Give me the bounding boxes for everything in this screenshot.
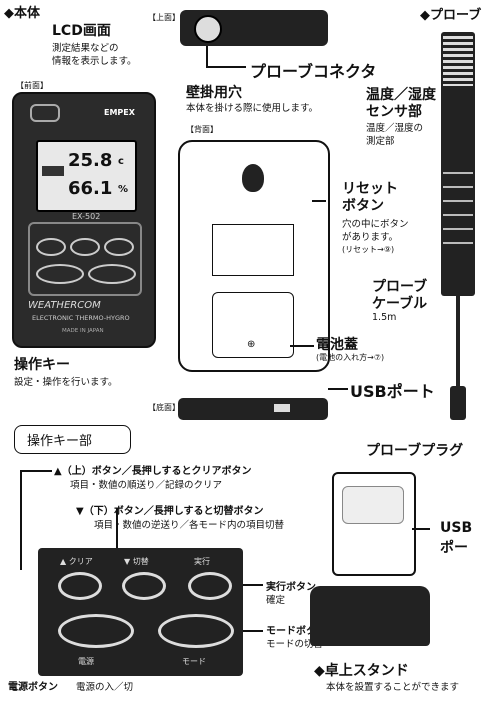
lcd-desc-1: 測定結果などの <box>52 43 119 54</box>
mode-button-title: モードボタン <box>266 626 326 637</box>
battery-plus-icon: ⊕ <box>247 339 256 350</box>
lcd-desc-2: 情報を表示します。 <box>52 56 137 67</box>
cable-title-2: ケーブル <box>372 296 428 312</box>
exec-button-title: 実行ボタン <box>266 582 316 593</box>
reset-desc-1: 穴の中にボタン <box>342 219 409 230</box>
bottom-view-device <box>178 398 328 420</box>
probe-plug <box>450 386 466 420</box>
usb-side-label-2: ポー <box>440 540 468 556</box>
probe-sensor-vents <box>443 36 473 86</box>
usb-port-label: USBポート <box>350 382 435 401</box>
cable-title-1: プローブ <box>372 279 428 295</box>
sensor-title-2: センサ部 <box>366 104 422 120</box>
reset-desc-2: があります。 <box>342 232 399 243</box>
battery-title: 電池蓋 <box>316 337 358 353</box>
probe-connector-label: プローブコネクタ <box>250 62 377 81</box>
down-switch-button[interactable] <box>122 572 166 600</box>
power-button[interactable] <box>58 614 134 648</box>
usb-side-label-1: USB <box>440 520 473 536</box>
mode-button[interactable] <box>158 614 234 648</box>
probe-connector-icon <box>194 15 222 43</box>
down-button-desc: 項目・数値の逆送り／各モード内の項目切替 <box>94 520 285 531</box>
op-keys-title: 操作キー <box>14 357 70 373</box>
probe-body <box>441 32 475 296</box>
stand-device <box>332 472 416 576</box>
wall-hole-icon <box>242 164 264 192</box>
sub-logo: ELECTRONIC THERMO-HYGRO <box>32 314 130 322</box>
reset-ref: (リセット→⑨) <box>342 245 395 254</box>
battery-desc: (電池の入れ方→⑦) <box>316 353 385 362</box>
lcd-unit-1: c <box>118 156 124 167</box>
exec-button-desc: 確定 <box>266 595 286 606</box>
weathercom-logo: WEATHERCOM <box>28 300 101 311</box>
top-view-label: 【上面】 <box>148 13 180 22</box>
sensor-desc-2: 測定部 <box>366 136 395 147</box>
up-button-desc: 項目・数値の順送り／記録のクリア <box>70 480 223 491</box>
stand-base <box>310 586 430 646</box>
key-section-title: 操作キー部 <box>27 434 93 449</box>
mode-button-desc: モードの切替 <box>266 639 324 650</box>
stand-desc: 本体を設置することができます <box>326 682 460 693</box>
wall-slot-icon <box>30 104 60 122</box>
front-down-button[interactable] <box>70 238 100 256</box>
battery-cover[interactable]: ⊕ <box>212 292 294 358</box>
power-button-desc: 電源の入／切 <box>76 682 134 693</box>
probe-grip-ridges <box>443 172 473 252</box>
op-keys-desc: 設定・操作を行います。 <box>14 377 118 388</box>
up-button-title: ▲（上）ボタン／長押しするとクリアボタン <box>54 466 252 477</box>
cable-length: 1.5m <box>372 312 397 323</box>
sensor-title-1: 温度／湿度 <box>366 87 436 103</box>
probe-section-title: ◆プローブ <box>420 8 482 23</box>
front-exec-button[interactable] <box>104 238 134 256</box>
key-panel: ▲ クリア ▼ 切替 実行 電源 モード <box>38 548 243 676</box>
panel-switch-label: ▼ 切替 <box>124 557 149 566</box>
lcd-unit-2: % <box>118 184 129 195</box>
front-up-button[interactable] <box>36 238 66 256</box>
reset-cover <box>212 224 294 276</box>
main-section-title: ◆本体 <box>4 6 40 21</box>
lcd-screen: 25.8 c 66.1 % <box>36 140 137 212</box>
sensor-desc-1: 温度／湿度の <box>366 123 424 134</box>
power-button-title: 電源ボタン <box>8 682 58 693</box>
stand-title: ◆卓上スタンド <box>314 663 409 679</box>
panel-power-label: 電源 <box>78 657 94 666</box>
model-label: EX-502 <box>72 212 101 221</box>
stand-device-keys <box>342 486 404 524</box>
wall-hole-title: 壁掛用穴 <box>186 85 242 101</box>
made-label: MADE IN JAPAN <box>62 328 104 334</box>
front-view-label: 【前面】 <box>16 81 48 90</box>
lcd-reading-2: 66.1 <box>68 178 113 199</box>
panel-mode-label: モード <box>182 657 206 666</box>
lcd-reading-1: 25.8 <box>68 150 113 171</box>
probe-plug-label: プローブプラグ <box>366 443 464 459</box>
wall-hole-desc: 本体を掛ける際に使用します。 <box>186 103 319 114</box>
lcd-title: LCD画面 <box>52 23 111 39</box>
panel-exec-label: 実行 <box>194 557 210 566</box>
reset-title-2: ボタン <box>342 198 384 214</box>
front-power-button[interactable] <box>36 264 84 284</box>
front-device: EMPEX 25.8 c 66.1 % EX-502 WEATHERCOM EL… <box>12 92 156 348</box>
brand-logo: EMPEX <box>104 108 135 117</box>
back-view-label: 【背面】 <box>186 125 218 134</box>
front-keypad <box>28 222 142 296</box>
panel-clear-label: ▲ クリア <box>60 557 93 566</box>
key-section-title-box: 操作キー部 <box>14 425 131 454</box>
front-mode-button[interactable] <box>88 264 136 284</box>
exec-button[interactable] <box>188 572 232 600</box>
probe-cable <box>456 296 460 386</box>
bottom-view-label: 【底面】 <box>148 403 180 412</box>
down-button-title: ▼（下）ボタン／長押しすると切替ボタン <box>76 506 264 517</box>
reset-title-1: リセット <box>342 181 398 197</box>
up-clear-button[interactable] <box>58 572 102 600</box>
top-view-device <box>180 10 328 46</box>
usb-port-icon <box>274 404 290 412</box>
back-device: ⊕ <box>178 140 330 372</box>
lcd-icon <box>42 166 64 176</box>
